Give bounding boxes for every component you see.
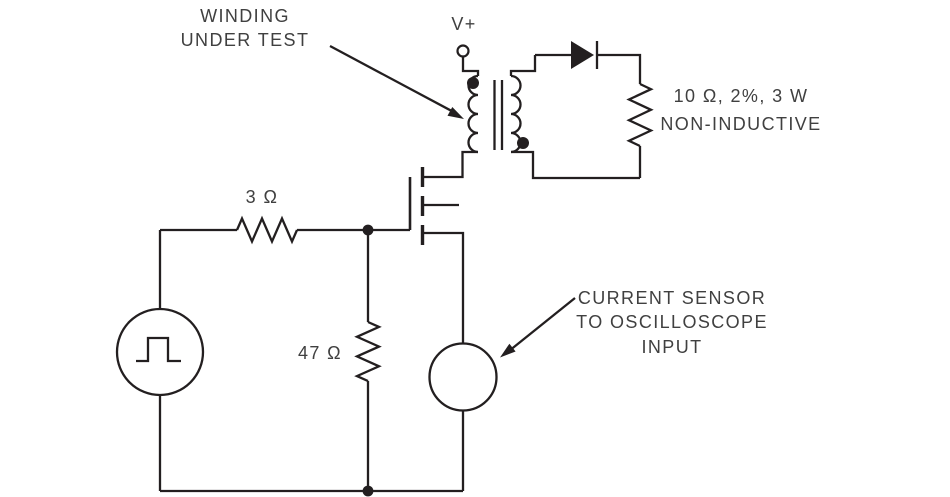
arrowhead-icon [447, 107, 464, 119]
pulse-generator [115, 230, 205, 491]
shunt-resistor-zigzag-icon [354, 320, 382, 383]
gate-drive-branch [160, 215, 410, 245]
transformer-core-icon [493, 80, 504, 150]
polarity-dot-primary-icon [467, 77, 479, 89]
current-sensor-label-line1: CURRENT SENSOR [578, 288, 766, 308]
junction-dot [362, 485, 374, 497]
current-sensor-label-line2: TO OSCILLOSCOPE [576, 312, 768, 332]
shunt-resistor-label: 47 Ω [298, 343, 342, 363]
diode-cathode-wire [597, 53, 642, 84]
bottom-rail [160, 485, 463, 497]
current-sensor-label-line3: INPUT [642, 337, 703, 357]
load-resistor-label-line1: 10 Ω, 2%, 3 W [674, 86, 809, 106]
mosfet-drain-wire [423, 150, 478, 179]
v-plus-wire [461, 56, 480, 76]
secondary-top-wire [509, 55, 537, 76]
v-plus-terminal [456, 44, 480, 76]
load-resistor-label-line2: NON-INDUCTIVE [660, 114, 821, 134]
current-sensor-circle-icon [428, 342, 498, 412]
v-plus-label: V+ [451, 14, 476, 34]
primary-winding-icon [467, 74, 479, 154]
series-resistor-zigzag-icon [235, 215, 299, 245]
secondary-bottom-wire [511, 150, 640, 180]
pulse-generator-circle-icon [115, 307, 205, 397]
diode-triangle-icon [571, 41, 594, 69]
arrow-line [508, 297, 576, 352]
polarity-dot-secondary-icon [517, 137, 529, 149]
load-resistor [626, 82, 654, 178]
mosfet-source-wire [424, 231, 465, 344]
arrowhead-icon [500, 343, 516, 358]
transformer [467, 55, 640, 180]
arrow-line [329, 44, 454, 113]
shunt-resistor-branch [354, 230, 382, 491]
diode [535, 41, 642, 84]
mosfet [408, 150, 478, 344]
winding-under-test-label-line1: WINDING [200, 6, 290, 26]
secondary-winding-icon [510, 74, 522, 154]
current-sensor [428, 342, 498, 491]
sensor-callout-arrow [500, 297, 576, 358]
winding-callout-arrow [329, 44, 464, 119]
winding-under-test-label-line2: UNDER TEST [181, 30, 310, 50]
load-resistor-zigzag-icon [626, 82, 654, 148]
open-terminal-icon [456, 44, 470, 58]
pulse-waveform-icon [136, 336, 181, 363]
series-resistor-label: 3 Ω [246, 187, 279, 207]
